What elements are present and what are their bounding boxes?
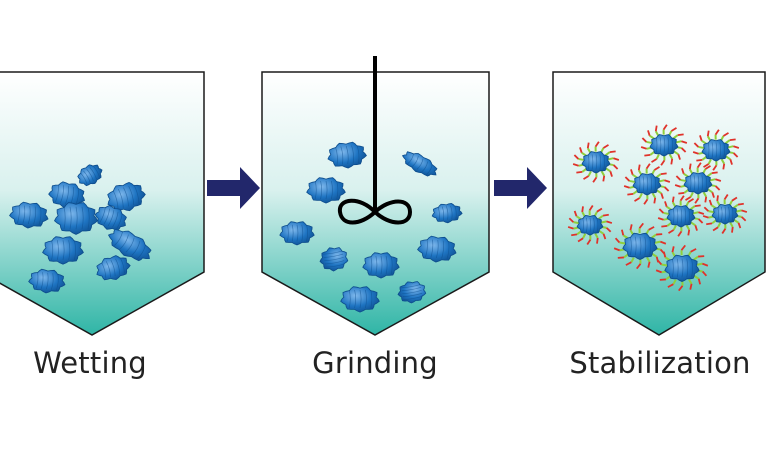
stabilizer-tail	[588, 143, 589, 149]
stabilizer-anchor	[698, 147, 704, 148]
stabilizer-tail	[672, 246, 673, 252]
stabilizer-tail	[648, 262, 649, 268]
stabilizer-anchor	[629, 181, 635, 182]
stabilizer-anchor	[619, 242, 625, 243]
stabilizer-anchor	[661, 264, 667, 265]
step-label-stabilization: Stabilization	[540, 346, 780, 380]
vessel-wetting	[0, 72, 204, 335]
stabilizer-tail	[603, 176, 604, 182]
stabilizer-anchor	[663, 213, 669, 214]
stabilizer-tail	[630, 224, 631, 230]
stabilizer-tail	[627, 194, 633, 195]
stabilizer-anchor	[697, 264, 703, 265]
vessel-stabilization	[553, 72, 765, 335]
stabilizer-anchor	[573, 222, 578, 223]
stabilizer-anchor	[655, 242, 661, 243]
stabilizer-tail	[656, 126, 657, 132]
stabilizer-tail	[597, 238, 598, 244]
stabilizer-tail	[654, 198, 655, 204]
stabilizer-anchor	[693, 212, 698, 213]
stabilizer-tail	[690, 284, 691, 290]
stabilizer-tail	[639, 165, 640, 171]
stabilizer-tail	[712, 172, 718, 173]
stabilizer-anchor	[680, 180, 686, 181]
step-label-grinding: Grinding	[255, 346, 495, 380]
stabilizer-tail	[723, 164, 724, 170]
stabilizer-tail	[603, 215, 609, 216]
step-label-wetting: Wetting	[0, 346, 210, 380]
stabilizer-anchor	[710, 179, 715, 180]
stabilizer-tail	[644, 155, 650, 156]
stabilizer-tail	[690, 164, 691, 170]
stabilizer-tail	[673, 197, 674, 203]
stabilizer-tail	[706, 223, 712, 224]
stabilizer-tail	[695, 205, 701, 206]
stabilizer-tail	[582, 206, 583, 212]
stabilizer-tail	[610, 151, 616, 152]
stabilizer-tail	[730, 139, 736, 140]
stabilizer-tail	[688, 230, 689, 236]
stabilizer-tail	[671, 159, 672, 165]
stabilizer-anchor	[659, 180, 664, 181]
stabilizer-tail	[661, 226, 667, 227]
stabilizer-tail	[678, 134, 684, 135]
stabilizer-anchor	[578, 159, 584, 160]
right-arrow-icon	[494, 167, 547, 209]
stabilizer-tail	[696, 160, 702, 161]
stabilizer-tail	[678, 193, 684, 194]
stabilizer-anchor	[708, 211, 713, 212]
stabilizer-anchor	[676, 141, 681, 142]
stabilizer-tail	[708, 131, 709, 137]
stabilizer-tail	[732, 227, 733, 233]
stabilizer-tail	[571, 234, 577, 235]
stabilizer-anchor	[646, 142, 652, 143]
stabilizer-anchor	[601, 221, 606, 222]
stabilizer-tail	[705, 197, 706, 203]
stabilizer-anchor	[736, 210, 741, 211]
stabilizer-tail	[717, 195, 718, 201]
stabilizer-tail	[738, 204, 744, 205]
stabilizer-tail	[661, 173, 667, 174]
stabilizer-anchor	[728, 146, 733, 147]
stabilizer-anchor	[608, 158, 613, 159]
stabilizer-tail	[576, 172, 582, 173]
right-arrow-icon	[207, 167, 260, 209]
